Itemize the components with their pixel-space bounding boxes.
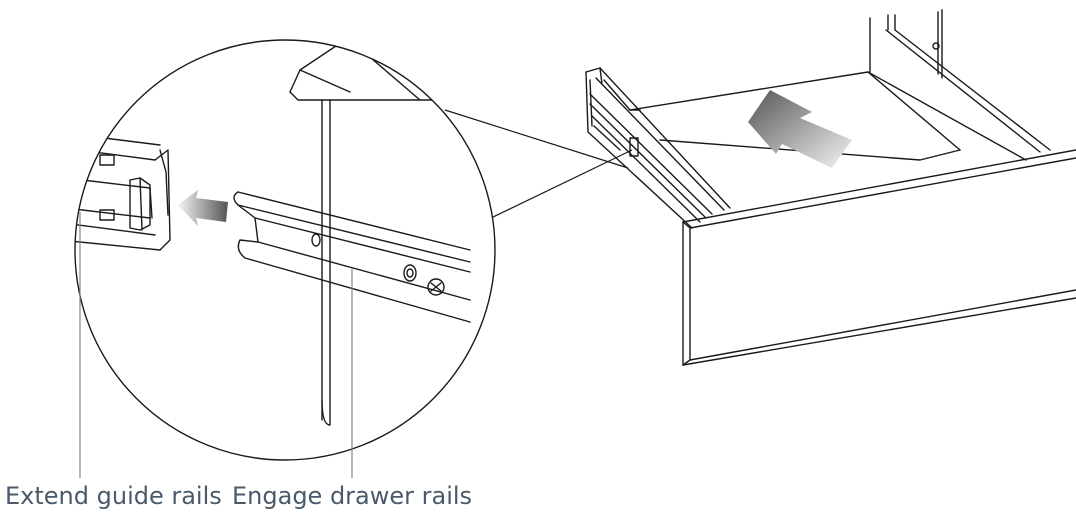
- push-in-arrow: [748, 90, 852, 168]
- drawer-rail: [233, 191, 471, 323]
- drawer-illustration: [585, 9, 1076, 366]
- callout-lines: [79, 212, 353, 478]
- insert-left-arrow: [178, 190, 228, 226]
- label-extend-guide-rails: Extend guide rails: [5, 482, 222, 510]
- detail-circle: [74, 39, 496, 461]
- label-engage-drawer-rails: Engage drawer rails: [232, 482, 473, 510]
